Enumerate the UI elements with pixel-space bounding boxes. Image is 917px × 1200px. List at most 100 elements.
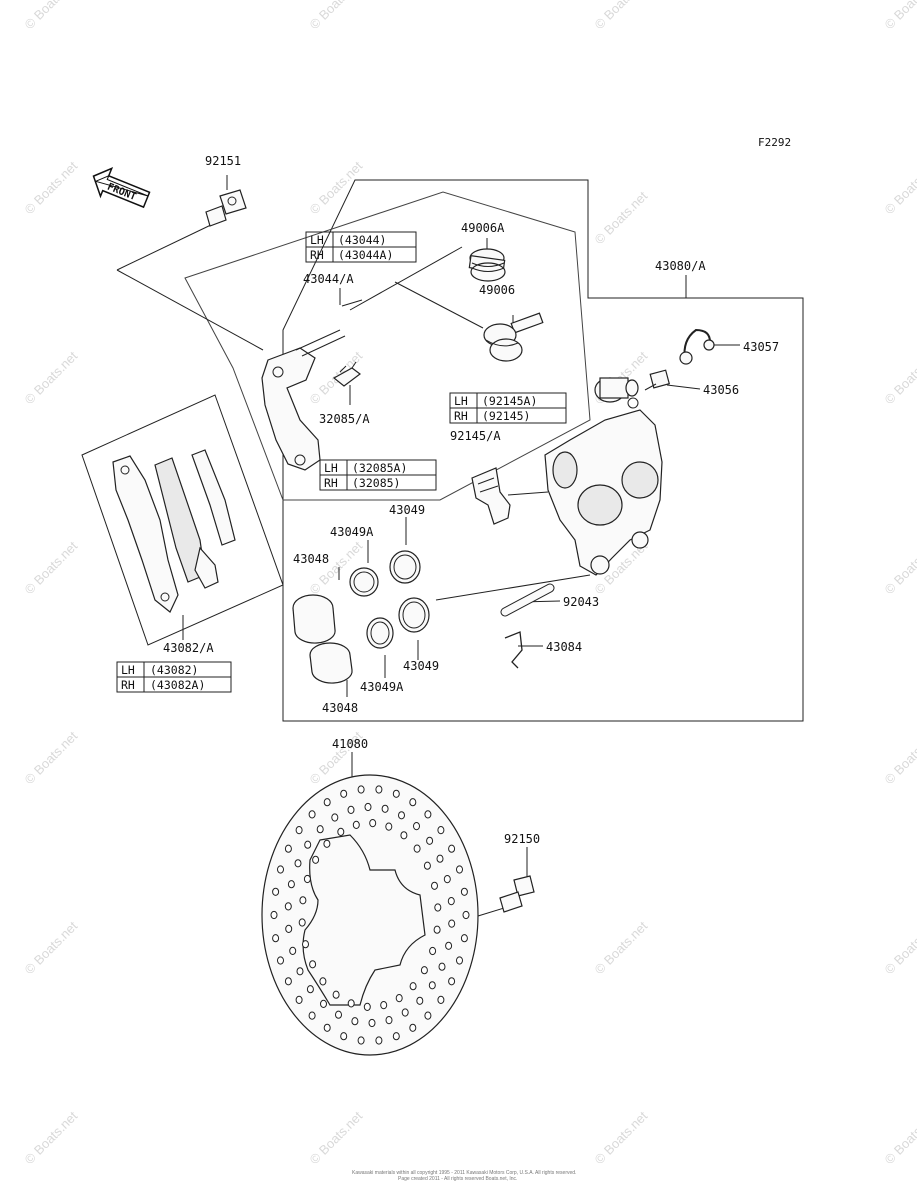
disc-hole (460, 934, 468, 943)
disc-hole (306, 985, 314, 994)
watermark: © Boats.net (592, 918, 651, 977)
table-92145: LH (92145A) RH (92145) (449, 392, 567, 424)
disc-hole (413, 822, 420, 831)
disc-hole (385, 1016, 393, 1025)
disc-hole (448, 919, 456, 928)
disc-hole (428, 981, 436, 990)
disc-hole (347, 805, 355, 815)
table-32085-side-lh: LH (324, 461, 338, 475)
watermark: © Boats.net (882, 0, 917, 32)
label-43049A-top: 43049A (330, 525, 374, 539)
disc-hole (434, 903, 442, 912)
watermark: © Boats.net (307, 158, 366, 217)
watermark: © Boats.net (307, 0, 366, 32)
disc-hole (369, 819, 377, 828)
disc-hole (272, 887, 280, 896)
disc-hole (284, 902, 292, 911)
front-arrow-icon: FRONT (92, 166, 151, 209)
disc-hole (433, 925, 441, 934)
disc-hole (272, 934, 280, 943)
label-32085A: 32085/A (319, 412, 370, 426)
pistons-and-seals (292, 550, 430, 684)
disc-hole (413, 844, 421, 853)
table-32085: LH (32085A) RH (32085) (319, 459, 437, 491)
label-43048-bot: 43048 (322, 701, 358, 715)
disc-hole (287, 880, 295, 889)
table-43044-part-lh: (43044) (338, 233, 386, 247)
disc-hole (323, 839, 331, 848)
watermark: © Boats.net (307, 1108, 366, 1167)
disc-hole (460, 887, 468, 896)
disc-holes (270, 785, 470, 1045)
table-92145-part-lh: (92145A) (482, 394, 537, 408)
label-43080A: 43080/A (655, 259, 706, 273)
disc-hole (323, 1023, 331, 1032)
disc-hole (401, 1008, 409, 1017)
disc-hole (323, 798, 331, 807)
disc-hole (364, 802, 372, 812)
disc-hole (304, 840, 312, 849)
disc-hole (347, 999, 355, 1008)
leader-lines (116, 175, 740, 917)
label-43082A: 43082/A (163, 641, 214, 655)
disc-hole (337, 827, 345, 837)
caliper-bracket (261, 329, 346, 471)
disc-hole (309, 960, 317, 969)
disc-hole (285, 924, 293, 934)
label-49006A: 49006A (461, 221, 505, 235)
disc-hole (296, 967, 304, 976)
disc-hole (438, 962, 446, 971)
disc-hole (416, 996, 424, 1005)
label-43048-top: 43048 (293, 552, 329, 566)
label-43057: 43057 (743, 340, 779, 354)
disc-hole (319, 977, 327, 986)
disc-hole (363, 1002, 371, 1012)
disc-hole (437, 826, 445, 835)
disc-hole (424, 810, 432, 819)
table-43082-side-rh: RH (121, 678, 135, 692)
disc-hole (284, 977, 292, 986)
disc-hole (302, 940, 309, 949)
disc-hole (335, 1010, 342, 1019)
watermark: © Boats.net (592, 0, 651, 32)
label-92145A: 92145/A (450, 429, 501, 443)
bolt-92150 (499, 875, 535, 913)
table-43044: LH (43044) RH (43044A) (305, 231, 417, 263)
disc-hole (357, 1036, 365, 1045)
disc-hole (375, 1036, 383, 1045)
figure-code: F2292 (758, 136, 791, 149)
label-92150: 92150 (504, 832, 540, 846)
disc-hole (284, 844, 292, 853)
watermark: © Boats.net (592, 188, 651, 247)
disc-hole (445, 941, 453, 950)
bracket-box (184, 191, 591, 501)
disc-hole (385, 822, 393, 831)
watermark: © Boats.net (22, 728, 81, 787)
disc-hole (277, 865, 284, 874)
table-43044-side-rh: RH (310, 248, 324, 262)
disc-hole (423, 861, 431, 870)
disc-hole (381, 804, 389, 813)
disc-hole (437, 995, 445, 1005)
disc-hole (299, 896, 307, 905)
pin-boot-49006A (468, 248, 506, 282)
disc-hole (398, 811, 405, 820)
table-32085-side-rh: RH (324, 476, 338, 490)
disc-hole (277, 956, 284, 965)
table-92145-side-lh: LH (454, 394, 468, 408)
label-41080: 41080 (332, 737, 368, 751)
disc-hole (431, 881, 438, 890)
disc-hole (448, 977, 456, 986)
disc-hole (400, 831, 408, 840)
label-92043: 92043 (563, 595, 599, 609)
watermark: © Boats.net (882, 348, 917, 407)
watermark: © Boats.net (882, 918, 917, 977)
label-43044A: 43044/A (303, 272, 354, 286)
table-92145-part-rh: (92145) (482, 409, 530, 423)
disc-hole (308, 1011, 316, 1020)
watermark: © Boats.net (22, 158, 81, 217)
footer-line-2: Page created 2011 - All rights reserved … (398, 1176, 517, 1182)
brake-disc (261, 774, 479, 1056)
disc-hole (436, 854, 444, 863)
